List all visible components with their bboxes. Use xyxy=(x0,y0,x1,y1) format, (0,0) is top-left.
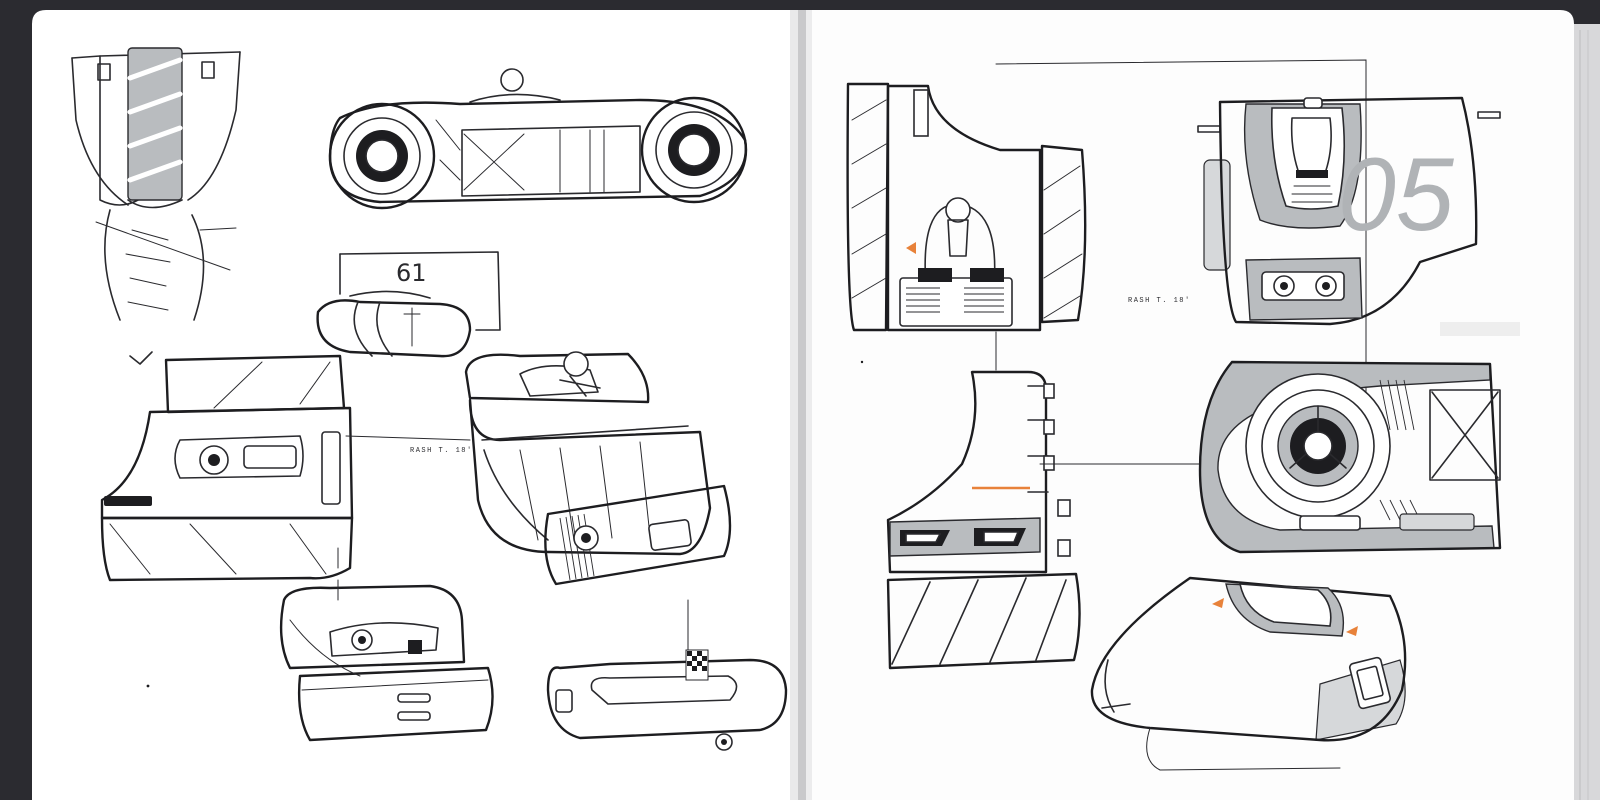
part-61-sketch: 61 xyxy=(316,251,501,358)
part-number-label: 61 xyxy=(396,259,427,287)
side-view-vehicle-sketch xyxy=(328,68,748,210)
right-signature: RASH T. 18' xyxy=(1128,297,1191,305)
left-page xyxy=(32,10,798,800)
side-profile-sketch xyxy=(886,331,1209,670)
race-number-label: 05 xyxy=(1338,137,1455,253)
right-page xyxy=(806,10,1574,800)
front-view-tread-sketch xyxy=(71,47,241,365)
sleek-perspective-sketch xyxy=(1090,576,1407,771)
front-view-tracked-sketch xyxy=(846,82,1087,332)
left-signature: RASH T. 18' xyxy=(410,447,473,455)
capsule-top-view-sketch xyxy=(546,599,788,751)
boxy-vehicle-front-sketch xyxy=(100,354,354,582)
top-view-05-sketch: 05 RASH T. 18' xyxy=(1128,96,1520,336)
three-quarter-vehicle-sketch: RASH T. 18' xyxy=(345,351,732,586)
wheel-side-view-sketch xyxy=(1198,360,1502,554)
compact-vehicle-sketch xyxy=(279,547,494,742)
